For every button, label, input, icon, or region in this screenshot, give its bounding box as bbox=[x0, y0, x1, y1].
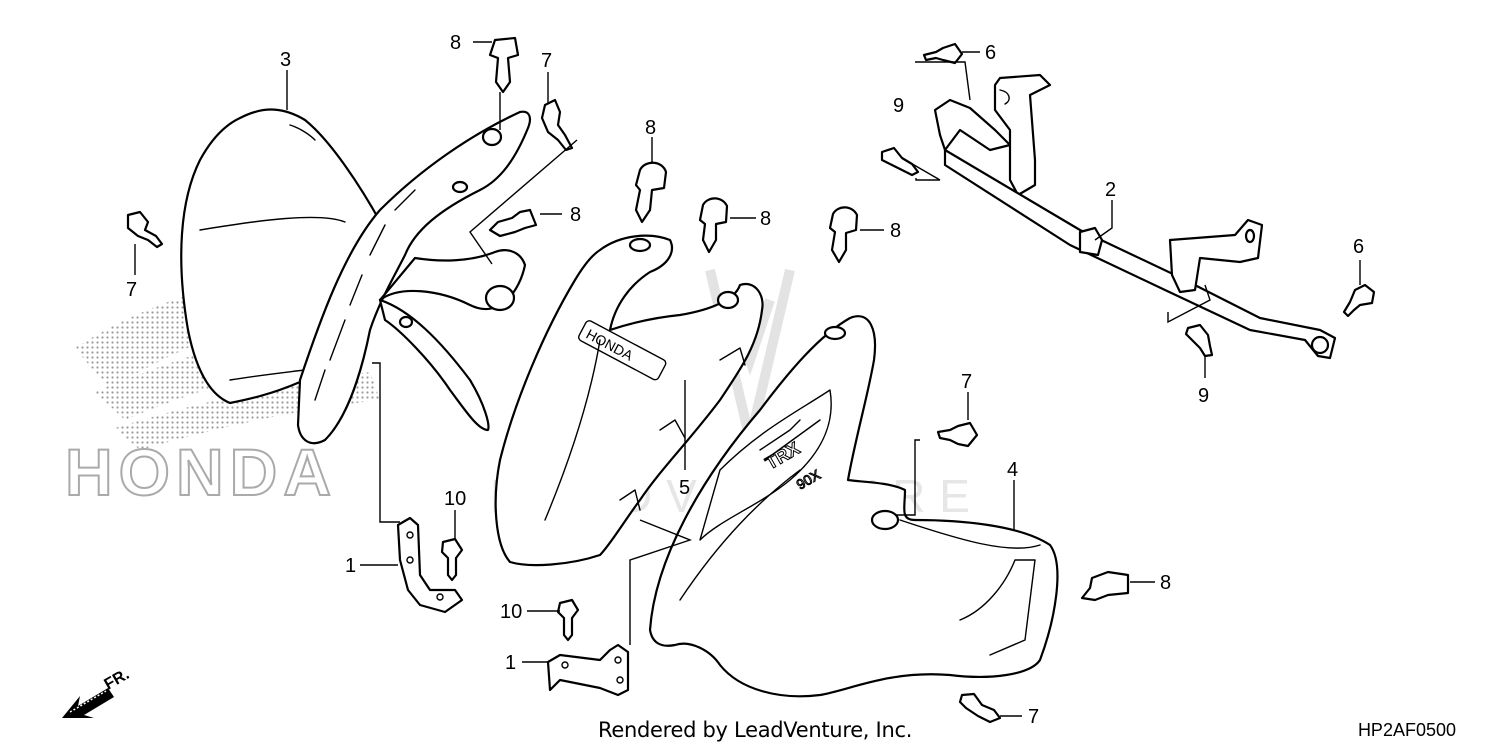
part-8-clip-top[interactable] bbox=[488, 36, 520, 94]
part-8-clip-right[interactable] bbox=[828, 206, 859, 264]
callout-8-right: 8 bbox=[890, 220, 901, 242]
callout-numbers: 3 8 7 7 8 8 8 8 6 9 2 6 9 7 5 4 10 1 10 … bbox=[126, 32, 1364, 728]
callout-2: 2 bbox=[1105, 179, 1116, 201]
callout-10-left: 10 bbox=[444, 488, 466, 510]
part-9-bolt-lower[interactable] bbox=[1184, 323, 1214, 358]
part-7-bolt-bottom[interactable] bbox=[958, 692, 1002, 724]
callout-1-left: 1 bbox=[345, 555, 356, 577]
callout-7-bottom: 7 bbox=[1028, 706, 1039, 728]
part-8-clip-mid-left[interactable] bbox=[634, 161, 668, 224]
part-6-bolt-top[interactable] bbox=[922, 42, 964, 65]
part-10-bolt-right[interactable] bbox=[556, 598, 580, 642]
front-direction-arrow: FR. bbox=[62, 666, 132, 718]
part-4-front-fender[interactable]: TRX 90X bbox=[648, 315, 1059, 698]
part-5-tank-shroud[interactable]: HONDA bbox=[494, 234, 764, 567]
part-6-bolt-right[interactable] bbox=[1342, 283, 1376, 318]
part-7-bolt-left[interactable] bbox=[126, 210, 164, 249]
callout-9-lower: 9 bbox=[1198, 385, 1209, 407]
upper-cowl[interactable] bbox=[296, 110, 531, 445]
callout-8-center: 8 bbox=[760, 208, 771, 230]
callout-8-lower-right: 8 bbox=[1160, 572, 1171, 594]
callout-8-side: 8 bbox=[570, 204, 581, 226]
callout-3: 3 bbox=[280, 49, 291, 71]
part-1-bracket-right[interactable] bbox=[546, 643, 630, 697]
part-10-bolt-left[interactable] bbox=[440, 537, 464, 582]
diagram-code: HP2AF0500 bbox=[1357, 720, 1456, 740]
callout-5: 5 bbox=[679, 477, 690, 499]
part-8-clip-lower-right[interactable] bbox=[1080, 570, 1130, 602]
callout-6-right: 6 bbox=[1353, 236, 1364, 258]
callout-8-top: 8 bbox=[450, 32, 461, 54]
part-8-clip-center[interactable] bbox=[698, 197, 729, 254]
honda-watermark-text: HONDA bbox=[65, 435, 337, 509]
callout-10-right: 10 bbox=[500, 601, 522, 623]
callout-6-top: 6 bbox=[985, 42, 996, 64]
part-7-bolt-fender[interactable] bbox=[936, 421, 979, 448]
part-1-bracket-left[interactable] bbox=[396, 516, 464, 614]
callout-9-left: 9 bbox=[893, 95, 904, 117]
part-9-bolt-left[interactable] bbox=[880, 146, 920, 177]
callout-7-fender: 7 bbox=[961, 371, 972, 393]
part-2-stay-bracket[interactable] bbox=[933, 73, 1337, 360]
callout-1-right: 1 bbox=[505, 652, 516, 674]
part-8-clip-side[interactable] bbox=[488, 208, 538, 238]
rendered-by-credit: Rendered by LeadVenture, Inc. bbox=[598, 718, 913, 742]
callout-7-top: 7 bbox=[541, 50, 552, 72]
part-7-bolt-top[interactable] bbox=[540, 98, 574, 152]
callout-4: 4 bbox=[1007, 459, 1018, 481]
callout-7-left: 7 bbox=[126, 279, 137, 301]
callout-8-mid-left: 8 bbox=[645, 117, 656, 139]
leader-lines bbox=[134, 41, 1361, 717]
